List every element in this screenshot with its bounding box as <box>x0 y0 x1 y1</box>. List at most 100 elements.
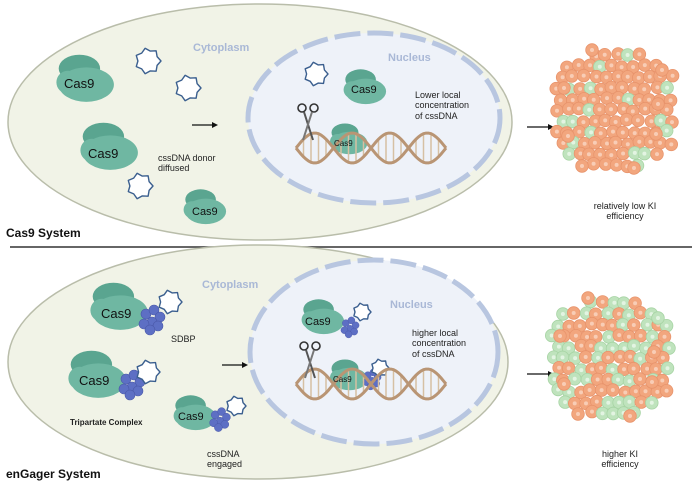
cell <box>660 80 674 95</box>
cell <box>586 157 601 171</box>
cell <box>567 306 581 320</box>
cssdna-ring <box>127 172 154 200</box>
scissors-icon <box>299 341 321 379</box>
donor-note-line: cssDNA donor <box>158 153 216 163</box>
cell <box>595 295 610 309</box>
cell <box>589 69 604 84</box>
cas9-protein <box>56 54 114 102</box>
cas9-label: Cas9 <box>101 306 132 321</box>
cell <box>599 157 613 171</box>
arrow-to-nucleus-bottom <box>222 362 248 368</box>
dna-strand <box>294 131 448 165</box>
outcome-line: efficiency <box>601 459 639 470</box>
cell-cluster-top <box>549 43 680 175</box>
outcome-line: higher KI <box>601 449 639 459</box>
cas9-protein <box>343 69 387 105</box>
sdbp-protein <box>209 407 231 432</box>
cell <box>585 316 599 331</box>
cytoplasm-label-top: Cytoplasm <box>193 42 250 54</box>
system-label-bottom: enGager System <box>6 467 101 481</box>
cssdna-rings-top <box>127 47 329 200</box>
cell <box>581 291 595 305</box>
cas9-label: Cas9 <box>192 206 218 218</box>
cell <box>571 407 585 421</box>
cas9-label: Cas9 <box>333 375 352 384</box>
cell <box>601 350 615 365</box>
arrow-to-outcome-top <box>527 124 554 130</box>
cell <box>552 361 566 375</box>
cas9-complexes-bottom <box>68 282 390 432</box>
cell <box>645 375 659 389</box>
cell-cluster-bottom <box>545 291 676 423</box>
cell <box>598 48 612 62</box>
nucleus-note-line: concentration <box>415 100 470 111</box>
cell <box>565 69 579 83</box>
cell <box>557 81 571 95</box>
cell <box>583 81 598 96</box>
cas9-label: Cas9 <box>351 84 377 96</box>
cell <box>568 372 582 386</box>
cell <box>582 103 596 117</box>
cell <box>588 135 602 150</box>
cas9-protein <box>173 395 217 431</box>
cas9-label: Cas9 <box>305 316 331 328</box>
cell <box>616 146 630 161</box>
cssdna-ring <box>135 47 162 75</box>
cell <box>604 102 618 116</box>
cell <box>638 58 652 72</box>
cell <box>594 383 609 397</box>
cell <box>555 350 570 365</box>
cell <box>650 147 664 161</box>
cell <box>617 362 631 377</box>
sdbp-label: SDBP <box>171 334 196 344</box>
cell <box>620 48 635 62</box>
outcome-line: relatively low KI <box>593 201 657 211</box>
dna-strand <box>294 367 448 401</box>
cell <box>626 361 641 376</box>
dna-helix-top <box>294 131 448 165</box>
nucleus-note-top: Lower local concentration of cssDNA <box>415 90 469 121</box>
cas9-label: Cas9 <box>178 411 204 423</box>
cell <box>601 396 616 410</box>
cell <box>600 91 614 105</box>
cssdna-ring <box>175 74 202 102</box>
scissors-icon <box>297 103 319 141</box>
cas9-protein <box>90 282 148 330</box>
cell <box>629 384 643 399</box>
dna-helix-bottom <box>294 367 448 401</box>
cell <box>651 97 665 111</box>
cas9-label: Cas9 <box>64 76 95 91</box>
cssdna-ring <box>353 302 372 322</box>
cell <box>592 102 607 117</box>
cas9-protein <box>301 299 345 335</box>
cell <box>627 161 641 175</box>
cssdna-ring <box>158 289 183 315</box>
cell <box>606 383 620 397</box>
cell <box>550 124 564 139</box>
cell <box>561 129 575 143</box>
nucleus-note-line: concentration <box>412 338 467 349</box>
cell <box>628 296 642 310</box>
cell <box>657 330 672 344</box>
cell <box>606 124 620 139</box>
cell <box>562 147 576 161</box>
cell <box>594 361 608 375</box>
cell <box>631 113 645 128</box>
cell <box>633 372 647 386</box>
cell <box>557 377 571 391</box>
cell <box>633 306 648 320</box>
engaged-note: cssDNA engaged <box>207 449 242 470</box>
cell <box>591 351 605 365</box>
arrow-to-nucleus-top <box>192 122 218 128</box>
cell <box>623 409 637 423</box>
cell <box>662 341 676 355</box>
cell <box>622 374 637 388</box>
nucleus-label-top: Nucleus <box>388 52 431 64</box>
cell <box>616 125 630 140</box>
donor-note-line: diffused <box>158 163 190 174</box>
nucleus-note-bottom: higher local concentration of cssDNA <box>412 328 466 359</box>
cas9-protein <box>68 350 126 398</box>
bottom-panel <box>7 244 676 480</box>
cell <box>562 102 576 116</box>
cell <box>637 146 652 161</box>
